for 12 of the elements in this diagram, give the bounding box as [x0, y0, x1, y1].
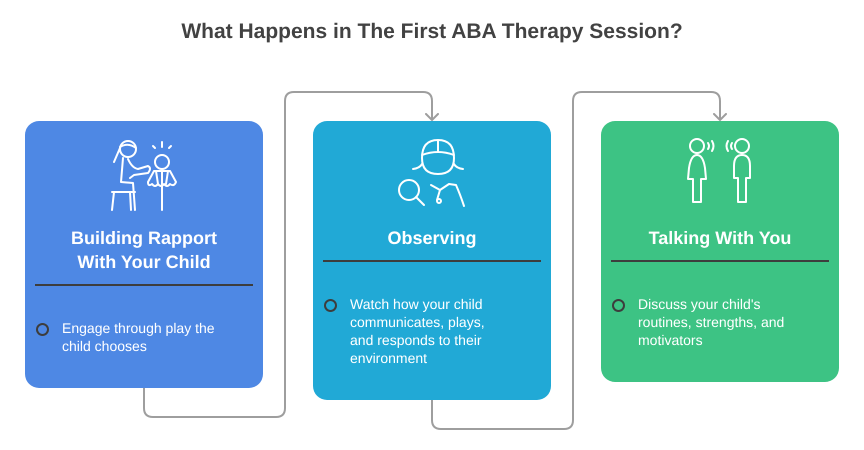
- diagram-title: What Happens in The First ABA Therapy Session?: [180, 19, 684, 45]
- step-card: [313, 121, 551, 400]
- step-heading: Talking With You: [648, 227, 792, 250]
- connector-arrow: [431, 91, 727, 430]
- step-heading: Building Rapport With Your Child: [70, 227, 218, 274]
- step-description: Watch how your child communicates, plays, and responds to their environment: [350, 295, 486, 367]
- step-card: [25, 121, 263, 388]
- step-description: Engage through play the child chooses: [62, 319, 216, 355]
- step-card: [601, 121, 839, 382]
- step-description: Discuss your child's routines, strengths, and motivators: [638, 295, 786, 349]
- step-heading: Observing: [386, 227, 478, 250]
- connector-arrow: [143, 91, 439, 418]
